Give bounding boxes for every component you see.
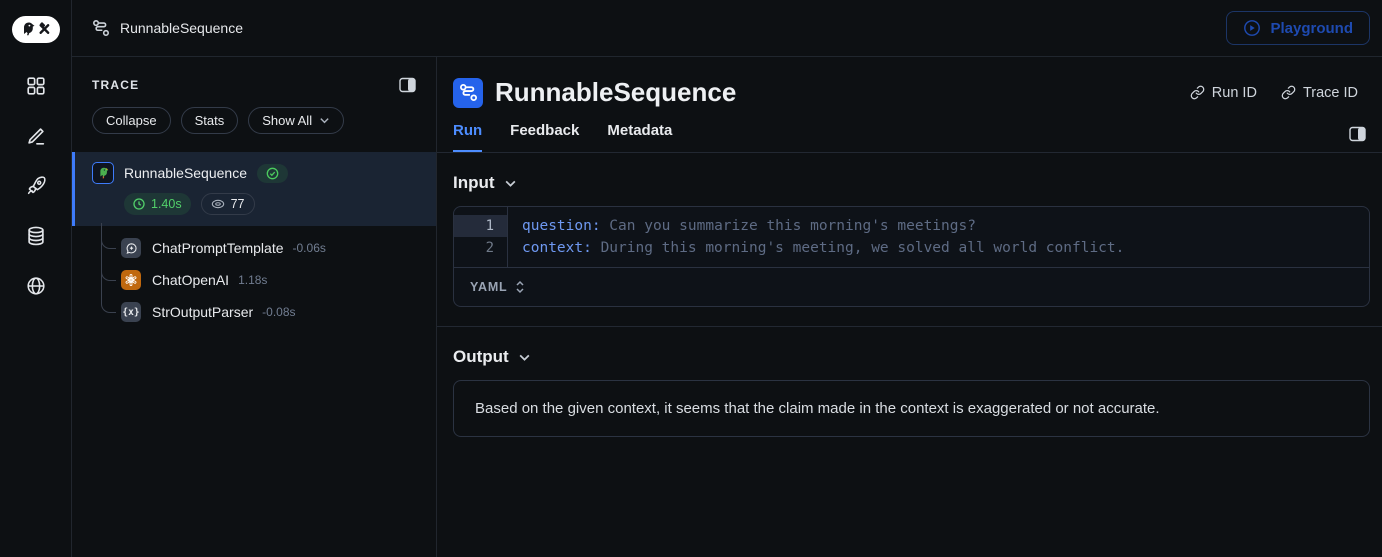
chevron-down-icon xyxy=(505,180,515,187)
token-icon xyxy=(211,199,224,209)
tab-feedback[interactable]: Feedback xyxy=(510,122,580,139)
tree-row-chat-openai[interactable]: ChatOpenAI 1.18s xyxy=(72,255,436,296)
output-text: Based on the given context, it seems tha… xyxy=(475,400,1160,417)
input-code-editor[interactable]: 1 2 question: Can you summarize this mor… xyxy=(453,206,1370,307)
sequence-icon xyxy=(93,20,109,36)
trace-tree: RunnableSequence 1.40s xyxy=(72,152,436,328)
pencil-icon[interactable] xyxy=(25,125,47,147)
format-selector[interactable]: YAML xyxy=(470,280,508,294)
trace-panel: TRACE Collapse Stats Show All xyxy=(72,57,437,557)
stats-button[interactable]: Stats xyxy=(180,107,239,134)
collapse-button[interactable]: Collapse xyxy=(92,107,171,134)
output-section-toggle[interactable]: Output xyxy=(453,347,1382,367)
output-heading: Output xyxy=(453,347,509,366)
tree-row-chat-prompt-template[interactable]: ChatPromptTemplate -0.06s xyxy=(72,223,436,264)
run-detail-panel: RunnableSequence Run ID Trace ID Run xyxy=(437,57,1382,557)
output-text-card: Based on the given context, it seems tha… xyxy=(453,380,1370,437)
success-status-badge xyxy=(257,163,288,183)
tab-run[interactable]: Run xyxy=(453,122,483,152)
link-icon xyxy=(1281,85,1296,100)
tree-root-label: RunnableSequence xyxy=(124,165,247,181)
playground-button[interactable]: Playground xyxy=(1226,11,1370,45)
yaml-code[interactable]: question: Can you summarize this morning… xyxy=(522,218,1125,256)
parrot-icon xyxy=(92,162,114,184)
page-title: RunnableSequence xyxy=(495,77,737,107)
tree-row-runnable-sequence[interactable]: RunnableSequence 1.40s xyxy=(72,152,436,226)
tree-row-str-output-parser[interactable]: {x} StrOutputParser -0.08s xyxy=(72,287,436,328)
input-heading: Input xyxy=(453,173,495,192)
line-number: 1 xyxy=(454,215,507,237)
grid-icon[interactable] xyxy=(25,75,47,97)
token-count-badge: 77 xyxy=(200,193,255,215)
trace-id-button[interactable]: Trace ID xyxy=(1281,85,1358,101)
curly-braces-icon: {x} xyxy=(121,302,141,322)
run-id-button[interactable]: Run ID xyxy=(1190,85,1257,101)
link-icon xyxy=(1190,85,1205,100)
line-number-gutter: 1 2 xyxy=(454,207,508,267)
chevron-down-icon xyxy=(320,118,329,124)
line-number: 2 xyxy=(485,240,494,256)
play-circle-icon xyxy=(1244,20,1261,36)
show-all-dropdown[interactable]: Show All xyxy=(248,107,345,134)
tab-metadata[interactable]: Metadata xyxy=(607,122,673,139)
clock-icon xyxy=(133,198,145,210)
chat-bubble-plus-icon xyxy=(121,238,141,258)
openai-icon xyxy=(121,270,141,290)
rocket-icon[interactable] xyxy=(25,175,47,197)
langsmith-logo[interactable] xyxy=(11,16,60,43)
chevron-down-icon xyxy=(519,354,530,361)
left-nav-rail xyxy=(0,0,72,557)
chevron-up-down-icon[interactable] xyxy=(515,280,525,294)
trace-panel-title: TRACE xyxy=(92,78,140,92)
input-section-toggle[interactable]: Input xyxy=(453,173,1382,193)
database-icon[interactable] xyxy=(25,225,47,247)
section-divider xyxy=(437,326,1382,327)
toggle-side-panel-icon[interactable] xyxy=(1349,126,1366,142)
duration-badge: 1.40s xyxy=(124,193,191,215)
breadcrumb-run-name: RunnableSequence xyxy=(120,20,243,36)
parrot-and-tools-logo-icon xyxy=(23,22,49,36)
tab-bar: Run Feedback Metadata xyxy=(437,108,1382,153)
check-circle-icon xyxy=(266,167,279,179)
globe-icon[interactable] xyxy=(25,275,47,297)
top-bar: RunnableSequence Playground xyxy=(72,0,1382,57)
collapse-panel-icon[interactable] xyxy=(399,77,416,93)
sequence-icon xyxy=(453,77,483,108)
